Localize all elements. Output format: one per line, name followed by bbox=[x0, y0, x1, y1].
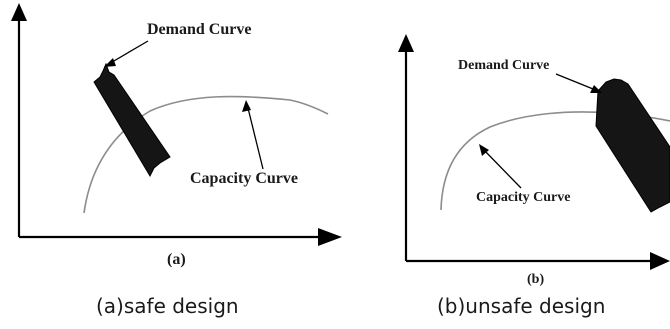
panel-b-demand-leader-arrowhead bbox=[590, 85, 602, 93]
panel-a-demand-leader-arrowhead bbox=[104, 58, 116, 67]
panel-b-y-arrowhead bbox=[398, 34, 414, 52]
panel-b-demand-leader bbox=[555, 73, 599, 92]
panel-b-capacity-leader bbox=[481, 147, 522, 189]
panel-b-demand-curve bbox=[595, 78, 670, 213]
panel-b-capacity-label: Capacity Curve bbox=[476, 190, 571, 205]
panel-a-capacity-leader bbox=[246, 103, 264, 170]
panel-a-x-arrowhead bbox=[318, 228, 342, 246]
panel-a-y-arrowhead bbox=[11, 3, 27, 21]
panel-b-capacity-leader-arrowhead bbox=[479, 144, 489, 156]
panel-b: Demand Curve Capacity Curve (b) bbox=[398, 34, 670, 287]
caption-unsafe-design: (b)unsafe design bbox=[437, 294, 606, 318]
panel-a-capacity-leader-arrowhead bbox=[242, 100, 251, 112]
panel-b-demand-label: Demand Curve bbox=[458, 58, 549, 73]
panel-b-x-arrowhead bbox=[650, 252, 670, 270]
panel-a-capacity-curve bbox=[83, 95, 329, 214]
panel-a-demand-label: Demand Curve bbox=[147, 21, 251, 38]
panel-a-panel-label: (a) bbox=[167, 251, 186, 268]
panel-a-capacity-label: Capacity Curve bbox=[190, 170, 298, 187]
panel-b-panel-label: (b) bbox=[527, 272, 544, 287]
caption-safe-design: (a)safe design bbox=[96, 294, 239, 318]
panel-a-demand-curve bbox=[93, 62, 171, 178]
panel-a: Demand Curve Capacity Curve (a) bbox=[11, 3, 342, 268]
